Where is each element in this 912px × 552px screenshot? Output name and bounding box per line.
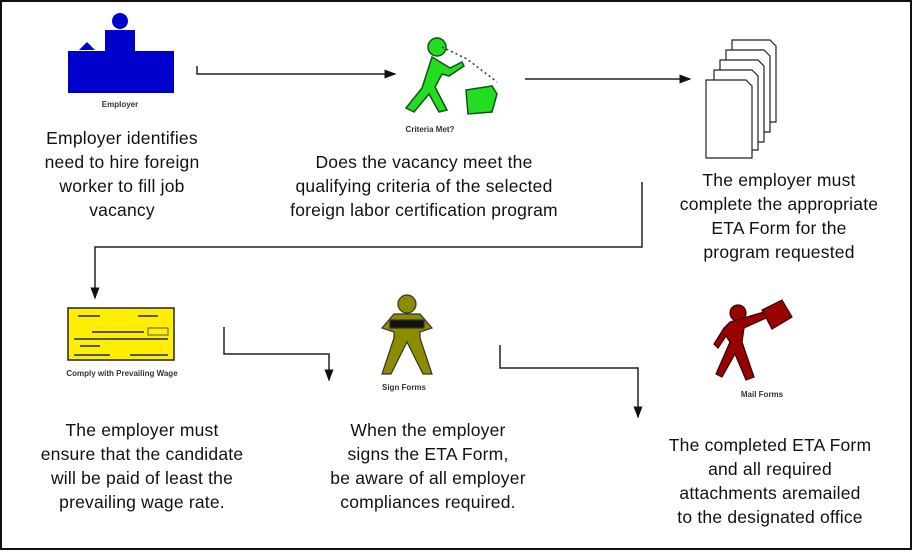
flow-arrows: [90, 66, 692, 419]
arrow-wage-to-sign: [223, 327, 334, 382]
arrow-employer-to-criteria: [196, 66, 397, 79]
wage-label: Comply with Prevailing Wage: [66, 369, 178, 378]
criteria-label: Criteria Met?: [405, 125, 455, 134]
documents-icon: [705, 39, 777, 159]
check-icon: [67, 307, 175, 361]
sign-label: Sign Forms: [381, 383, 427, 392]
arrow-forms-to-wage: [90, 182, 643, 300]
mail-person-icon: [713, 299, 793, 381]
sign-person-icon: [380, 294, 434, 375]
mail-label: Mail Forms: [740, 390, 784, 399]
arrow-sign-to-mail: [499, 345, 643, 419]
criteria-person-icon: [404, 37, 498, 115]
employer-icon: [68, 13, 174, 93]
employer-label: Employer: [101, 100, 139, 109]
